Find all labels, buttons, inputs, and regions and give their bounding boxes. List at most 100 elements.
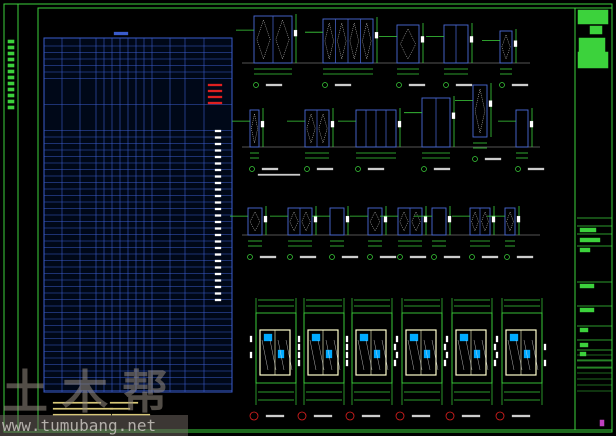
watermark-logo: 土木帮 [2, 365, 182, 419]
plan-dimension-mark [443, 359, 447, 367]
elevation-tag [322, 82, 328, 88]
elevation-tag [397, 254, 403, 260]
plan-hatch [481, 339, 489, 371]
elevation-tag [304, 166, 310, 172]
elevation-row3-4 [350, 206, 397, 260]
elevation-label [367, 167, 385, 171]
watermark-url: www.tumubang.net [0, 415, 188, 436]
table-cell-mark [214, 220, 222, 224]
elevation-label [409, 255, 427, 259]
plan-dimension-mark [249, 351, 253, 359]
plan-number-tag [345, 411, 355, 421]
title-block-mark [599, 419, 605, 427]
plan-hatch [333, 339, 341, 371]
elevation-label [481, 255, 499, 259]
swing-diamond [289, 211, 299, 232]
dimension-mark [293, 29, 298, 37]
plan-dimension-mark [495, 335, 499, 343]
margin-text [7, 39, 15, 44]
plan-dimension-mark [297, 343, 301, 351]
elevation-10 [455, 83, 502, 162]
elevation-row3-6 [414, 206, 461, 260]
table-cell-mark [214, 175, 222, 178]
swing-diamond [501, 34, 511, 60]
elevation-tag [504, 254, 510, 260]
plan-hatch [431, 339, 439, 371]
elevation-outline [472, 84, 488, 138]
dimension-mark [469, 36, 474, 43]
elevation-label [511, 83, 529, 87]
table-red-note [207, 101, 223, 105]
elevation-outline [329, 207, 345, 236]
elevation-outline [499, 30, 513, 64]
elevation-outline [247, 207, 263, 236]
plan-dimension-mark [495, 351, 499, 359]
plan-dimension-mark [249, 335, 253, 343]
margin-text [7, 51, 15, 56]
plan-fixture [359, 333, 369, 342]
plan-dimension-mark [395, 351, 399, 359]
plan-hatch [515, 339, 523, 371]
margin-text [7, 69, 15, 74]
plan-dimension-mark [393, 343, 397, 351]
plan-dimension-mark [543, 343, 547, 351]
elevation-tag [499, 82, 505, 88]
swing-diamond [249, 211, 261, 232]
elevation-row3-5 [380, 206, 428, 260]
plan-caption [411, 414, 431, 418]
dimension-mark [420, 36, 425, 43]
plan-dimension-mark [445, 351, 449, 359]
table-cell-mark [214, 188, 222, 191]
margin-text [7, 45, 15, 50]
plan-hatch [309, 339, 317, 371]
plan-number-tag [495, 411, 505, 421]
dimension-mark [529, 120, 534, 128]
elevation-label [433, 167, 451, 171]
plan-hatch [423, 339, 431, 371]
margin-text [7, 99, 15, 104]
elevation-label [455, 83, 473, 87]
elevation-tag [469, 254, 475, 260]
margin-text [7, 105, 15, 110]
table-cell-mark [214, 233, 222, 237]
table-cell-mark [214, 194, 222, 198]
elevation-tag [472, 156, 478, 162]
title-block-text [579, 283, 595, 289]
table-cell-mark [214, 292, 222, 295]
plan-caption [361, 414, 381, 418]
plan-hatch [373, 339, 381, 371]
plan-hatch [531, 339, 539, 371]
table-cell-mark [214, 240, 222, 243]
table-cell-mark [214, 266, 222, 269]
elevation-11 [498, 108, 545, 172]
elevation-tag [355, 166, 361, 172]
swing-diamond [369, 211, 381, 232]
table-cell-mark [214, 162, 222, 165]
plan-fixture [311, 333, 321, 342]
dimension-mark [491, 215, 496, 223]
dimension-mark [513, 40, 518, 47]
plan-hatch [357, 339, 365, 371]
plan-dimension-mark [493, 343, 497, 351]
elevation-label [261, 167, 279, 171]
elevation-label [341, 255, 359, 259]
plan-hatch [407, 339, 415, 371]
elevation-tag [421, 166, 427, 172]
swing-diamond [400, 28, 416, 60]
elevation-3 [379, 23, 426, 88]
dimension-mark [423, 215, 428, 223]
elevation-tag [443, 82, 449, 88]
dimension-mark [516, 215, 521, 223]
floor-plan-3 [345, 298, 397, 421]
dimension-mark [263, 215, 268, 223]
plan-number-tag [297, 411, 307, 421]
margin-text [7, 81, 15, 86]
table-cell-mark [214, 168, 222, 172]
elevation-tag [515, 166, 521, 172]
elevation-4 [426, 23, 474, 88]
table-cell-mark [214, 298, 222, 302]
table-cell-mark [214, 149, 222, 152]
plan-number-tag [395, 411, 405, 421]
title-block-text [579, 351, 587, 357]
